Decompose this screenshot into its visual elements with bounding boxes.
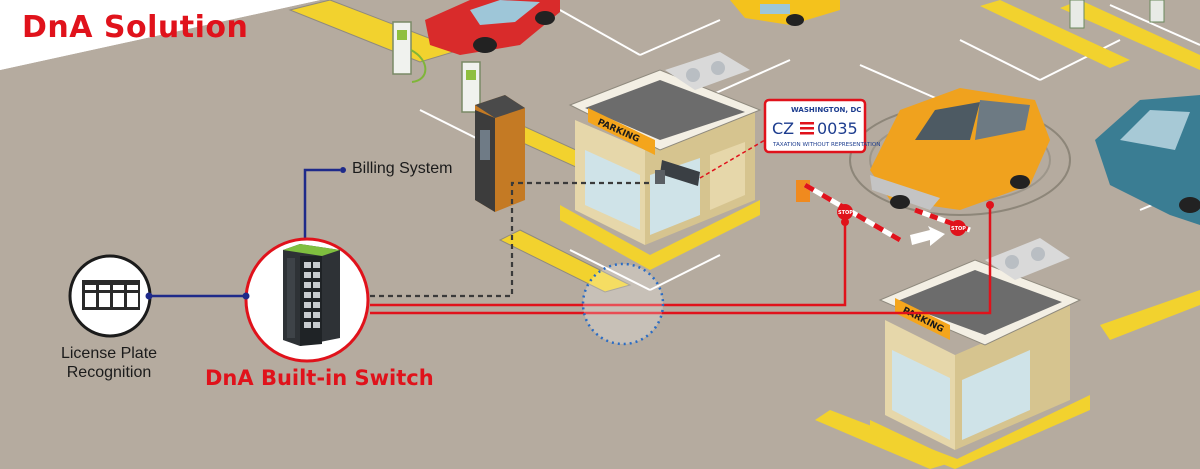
network-lines: [149, 167, 994, 315]
license-plate-label-line2: Recognition: [66, 364, 152, 381]
orange-car: [849, 88, 1071, 216]
switch-label: DnA Built-in Switch: [205, 366, 434, 390]
billing-system-label: Billing System: [352, 160, 453, 177]
stop-sign-label-2: STOP: [951, 226, 966, 232]
red-car: [425, 0, 560, 55]
plate-code-left: CZ: [772, 119, 794, 138]
teal-car: [1095, 95, 1200, 225]
barrier-gate-2: STOP: [914, 207, 971, 236]
page-title: DnA Solution: [22, 10, 249, 45]
billing-kiosk: [475, 95, 525, 212]
plate-code-right: 0035: [817, 119, 858, 138]
license-plate-recognition-label: License Plate Recognition: [44, 344, 174, 382]
stop-sign-icon: STOP: [837, 204, 853, 220]
network-switch-icon: [242, 237, 370, 363]
license-plate-callout: WASHINGTON, DC CZ 0035 TAXATION WITHOUT …: [763, 98, 880, 154]
ev-charger-icon: [392, 21, 481, 113]
license-plate-label-line1: License Plate: [60, 345, 158, 362]
plate-motto: TAXATION WITHOUT REPRESENTATION: [772, 142, 880, 148]
plate-state: WASHINGTON, DC: [791, 106, 861, 114]
stop-sign-label-1: STOP: [838, 210, 853, 216]
camera-icon: [655, 160, 700, 186]
camera-link: [699, 139, 766, 179]
bins: [1069, 0, 1165, 29]
server-rack-icon: [68, 254, 153, 338]
parking-booth-1: PARKING: [560, 52, 762, 270]
yellow-vehicle: [730, 0, 840, 26]
arrow-icon: [910, 226, 945, 246]
parking-booth-2: PARKING: [870, 238, 1090, 469]
connection-highlight: [581, 262, 665, 346]
white-corner: [0, 0, 320, 70]
